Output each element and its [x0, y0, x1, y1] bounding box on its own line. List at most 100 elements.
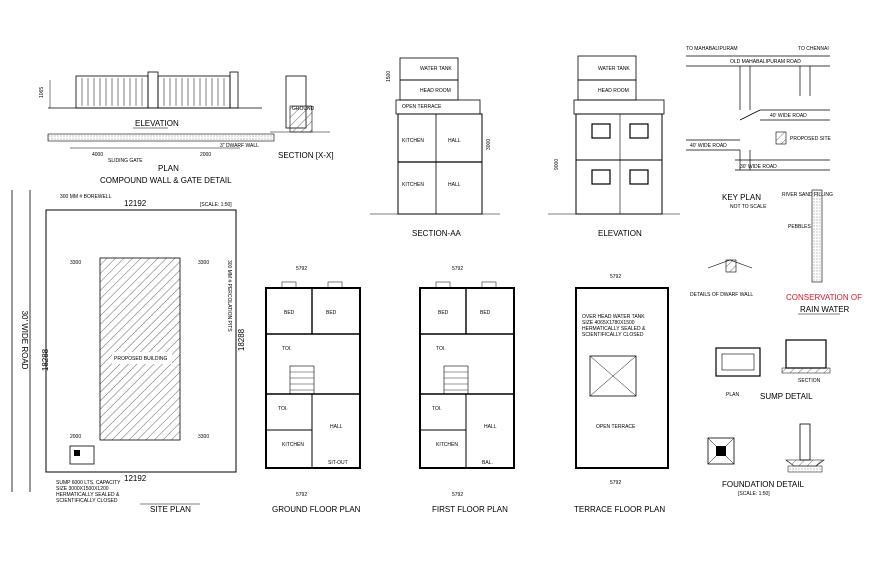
terrace-note-4: SCIENTIFICALLY CLOSED — [582, 332, 644, 338]
first-floor-plan: BED BED TOI. TOI. HALL KITCHEN BAL. 5792… — [419, 266, 515, 514]
site-sump-2: SIZE 3000X1500X1200 — [56, 486, 109, 492]
section-water-tank: WATER TANK — [420, 66, 452, 72]
keyplan-old-road: OLD MAHABALIPURAM ROAD — [730, 59, 801, 65]
gf-toilet: TOI. — [282, 346, 292, 352]
ground-floor-plan: BED BED TOI. TOI. HALL KITCHEN SIT-OUT 5… — [265, 266, 361, 514]
foundation-title: FOUNDATION DETAIL — [722, 480, 804, 489]
ff-bottom-dim: 5792 — [452, 492, 463, 498]
section-kitchen-1: KITCHEN — [402, 138, 424, 144]
compound-wall-title: COMPOUND WALL & GATE DETAIL — [100, 176, 232, 185]
sump-section-label: SECTION — [798, 378, 821, 384]
site-top-dim: 12192 — [124, 199, 147, 208]
gf-toilet-2: TOI. — [278, 406, 288, 412]
site-plan-title: SITE PLAN — [150, 505, 191, 514]
section-kitchen-2: KITCHEN — [402, 182, 424, 188]
plan-label: PLAN — [158, 164, 179, 173]
plan-dim-right: 2000 — [200, 152, 211, 158]
site-setback-right: 3300 — [198, 260, 209, 266]
first-floor-title: FIRST FLOOR PLAN — [432, 505, 508, 514]
ff-balcony: BAL. — [482, 460, 493, 466]
site-bottom-dim: 12192 — [124, 474, 147, 483]
pit-label: RIVER SAND FILLING — [782, 192, 833, 198]
section-dim-2: 3000 — [486, 139, 492, 150]
section-aa-title: SECTION-AA — [412, 229, 462, 238]
ground-floor-title: GROUND FLOOR PLAN — [272, 505, 361, 514]
gf-top-dim: 5792 — [296, 266, 307, 272]
front-elevation: WATER TANK HEAD ROOM 9000 ELEVATION — [548, 55, 680, 238]
site-left-dim: 18288 — [41, 348, 50, 371]
site-plan: 30' WIDE ROAD PROPOSED BUILDING 300 MM #… — [11, 190, 246, 514]
terrace-bottom-dim: 5792 — [610, 480, 621, 486]
ff-hall: HALL — [484, 424, 497, 430]
plan-dim-left: 4000 — [92, 152, 103, 158]
section-hall-2: HALL — [448, 182, 461, 188]
terrace-floor-plan: OVER HEAD WATER TANK SIZE 4065X1780X1500… — [574, 274, 669, 514]
ff-bed-1: BED — [438, 310, 449, 316]
ff-toilet-2: TOI. — [432, 406, 442, 412]
ff-toilet: TOI. — [436, 346, 446, 352]
keyplan-road-2: 40' WIDE ROAD — [690, 143, 727, 149]
section-open-terrace: OPEN TERRACE — [402, 104, 442, 110]
foundation-scale: [SCALE: 1:50] — [738, 491, 770, 497]
keyplan-to-mahabalipuram: TO MAHABALIPURAM — [686, 46, 738, 52]
sump-detail-title: SUMP DETAIL — [760, 392, 813, 401]
site-setback-left-2: 2000 — [70, 434, 81, 440]
elevation-title: ELEVATION — [598, 229, 642, 238]
elevation-head-room: HEAD ROOM — [598, 88, 629, 94]
site-sump-1: SUMP 6000 LTS. CAPACITY — [56, 480, 121, 486]
keyplan-road-3: 30' WIDE ROAD — [740, 164, 777, 170]
site-percolation: 300 MM # PERCOLATION PITS — [226, 260, 232, 332]
sliding-gate-label: SLIDING GATE — [108, 158, 143, 164]
terrace-top-dim: 5792 — [610, 274, 621, 280]
ff-bed-2: BED — [480, 310, 491, 316]
sump-detail: PLAN SECTION SUMP DETAIL — [715, 339, 831, 401]
site-scale: [SCALE: 1:50] — [200, 202, 232, 208]
key-plan-scale: NOT TO SCALE — [730, 204, 767, 210]
rain-water-details: RIVER SAND FILLING PEBBLES DETAILS OF DW… — [690, 189, 862, 315]
site-road-label: 30' WIDE ROAD — [20, 311, 29, 370]
gf-kitchen: KITCHEN — [282, 442, 304, 448]
gf-sitout: SIT-OUT — [328, 460, 348, 466]
dwarf-wall-label: 3" DWARF WALL — [220, 143, 259, 149]
site-setback-left: 3300 — [70, 260, 81, 266]
compound-wall-detail: 1065 ELEVATION 4000 2000 SLIDING GATE 3"… — [39, 71, 334, 185]
site-proposed-building: PROPOSED BUILDING — [114, 356, 167, 362]
ff-top-dim: 5792 — [452, 266, 463, 272]
elevation-label: ELEVATION — [135, 119, 179, 128]
wall-height-dim: 1065 — [39, 87, 45, 98]
section-aa: WATER TANK HEAD ROOM OPEN TERRACE KITCHE… — [370, 57, 500, 238]
conservation-title: CONSERVATION OF — [786, 293, 862, 302]
gf-bed-2: BED — [326, 310, 337, 316]
foundation-detail: FOUNDATION DETAIL [SCALE: 1:50] — [707, 423, 825, 497]
section-dim-1: 1500 — [386, 71, 392, 82]
sump-plan-label: PLAN — [726, 392, 739, 398]
elevation-water-tank: WATER TANK — [598, 66, 630, 72]
key-plan: TO MAHABALIPURAM TO CHENNAI OLD MAHABALI… — [686, 46, 832, 210]
keyplan-proposed-site: PROPOSED SITE — [790, 136, 832, 142]
elevation-dim: 9000 — [554, 159, 560, 170]
ground-level-label: GROUND — [292, 106, 315, 112]
section-head-room: HEAD ROOM — [420, 88, 451, 94]
terrace-note-1: OVER HEAD WATER TANK — [582, 314, 645, 320]
ff-kitchen: KITCHEN — [436, 442, 458, 448]
rain-water-title: RAIN WATER — [800, 305, 850, 314]
section-xx-label: SECTION [X-X] — [278, 151, 334, 160]
pebbles-label: PEBBLES — [788, 224, 811, 230]
keyplan-road-1: 40' WIDE ROAD — [770, 113, 807, 119]
keyplan-to-chennai: TO CHENNAI — [798, 46, 829, 52]
site-setback-right-2: 3300 — [198, 434, 209, 440]
gf-bottom-dim: 5792 — [296, 492, 307, 498]
key-plan-title: KEY PLAN — [722, 193, 761, 202]
terrace-floor-title: TERRACE FLOOR PLAN — [574, 505, 665, 514]
gf-hall: HALL — [330, 424, 343, 430]
gf-bed-1: BED — [284, 310, 295, 316]
section-hall-1: HALL — [448, 138, 461, 144]
site-sump-4: SCIENTIFICALLY CLOSED — [56, 498, 118, 504]
site-sump-3: HERMATICALLY SEALED & — [56, 492, 120, 498]
terrace-open-label: OPEN TERRACE — [596, 424, 636, 430]
site-right-dim: 18288 — [237, 328, 246, 351]
dwarf-wall-detail-title: DETAILS OF DWARF WALL — [690, 292, 753, 298]
terrace-note-2: SIZE 4065X1780X1500 — [582, 320, 635, 326]
